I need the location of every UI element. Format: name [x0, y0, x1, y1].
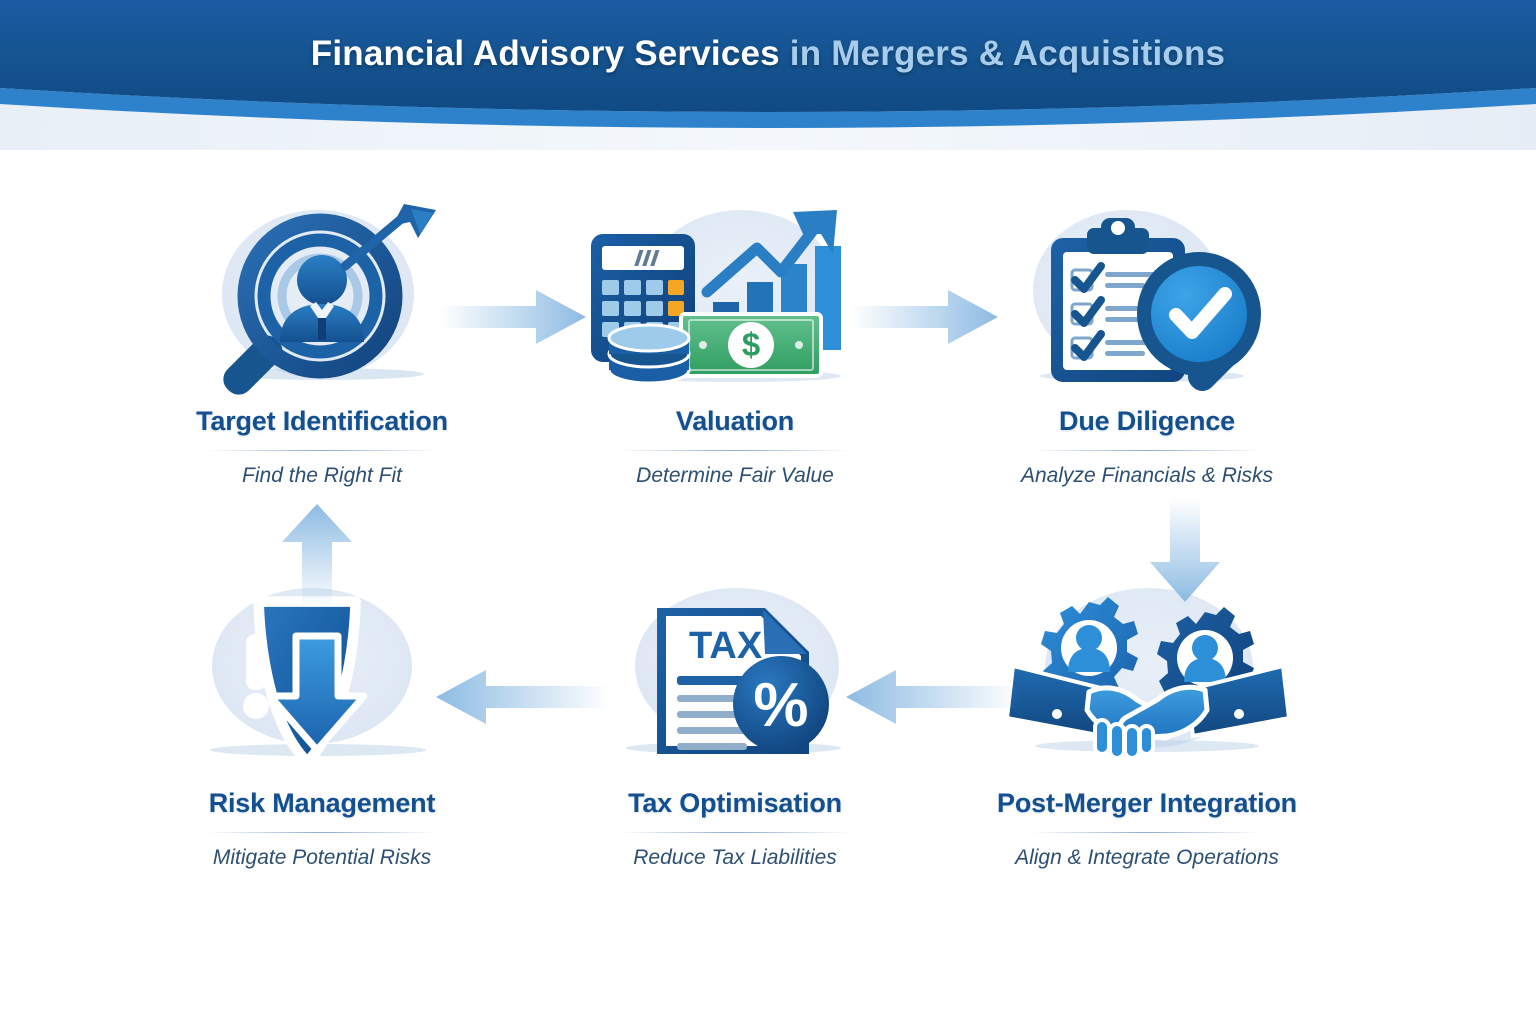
arrow-due-diligence-to-post-merger-integration [1150, 498, 1220, 602]
gears-handshake-icon [977, 578, 1317, 788]
tax-label: TAX [689, 625, 763, 667]
arrow-valuation-to-due-diligence [852, 290, 998, 344]
node-subtitle: Analyze Financials & Risks [1020, 464, 1274, 487]
node-divider [1032, 832, 1262, 833]
node-divider [207, 450, 437, 451]
flow-node-risk-management[interactable]: Risk Management Mitigate Potential Risks [152, 578, 492, 870]
node-title: Post-Merger Integration [997, 788, 1297, 818]
header-background [0, 0, 1536, 150]
arrow-post-merger-integration-to-tax-optimisation [846, 670, 1020, 724]
arrow-tax-optimisation-to-risk-management [436, 670, 610, 724]
node-title: Valuation [675, 406, 795, 436]
node-subtitle: Align & Integrate Operations [1015, 846, 1279, 869]
node-title: Target Identification [196, 406, 448, 436]
percent-symbol: % [753, 671, 808, 740]
flow-node-tax-optimisation[interactable]: TAX % Tax Optimisation Reduce Tax Liabil… [565, 578, 905, 870]
node-divider [620, 450, 850, 451]
clipboard-checklist-magnifier-icon [977, 196, 1317, 406]
tax-document-percent-icon: TAX % [565, 578, 905, 788]
page-title-strong: Financial Advisory Services [310, 34, 780, 73]
node-title: Risk Management [208, 788, 436, 818]
shield-alert-down-arrow-icon [152, 578, 492, 788]
node-title: Tax Optimisation [628, 788, 842, 818]
dollar-symbol: $ [742, 326, 760, 363]
flow-node-target-identification[interactable]: Target Identification Find the Right Fit [152, 196, 492, 488]
target-magnifier-person-icon [152, 196, 492, 406]
arrow-risk-management-to-target-identification [282, 504, 352, 608]
node-divider [620, 832, 850, 833]
flow-node-valuation[interactable]: $ Valuation Determine Fair Value [565, 196, 905, 488]
page-title: Financial Advisory Services in Mergers &… [0, 34, 1536, 74]
arrow-target-to-valuation [440, 290, 586, 344]
node-divider [207, 832, 437, 833]
node-divider [1032, 450, 1262, 451]
flow-node-due-diligence[interactable]: Due Diligence Analyze Financials & Risks [977, 196, 1317, 488]
flow-node-post-merger-integration[interactable]: Post-Merger Integration Align & Integrat… [977, 578, 1317, 870]
node-subtitle: Mitigate Potential Risks [212, 846, 432, 869]
node-subtitle: Find the Right Fit [242, 464, 402, 487]
node-subtitle: Reduce Tax Liabilities [633, 846, 837, 869]
page-header: Financial Advisory Services in Mergers &… [0, 0, 1536, 150]
calculator-chart-money-icon: $ [565, 196, 905, 406]
node-title: Due Diligence [1059, 406, 1235, 436]
node-subtitle: Determine Fair Value [636, 464, 834, 487]
page-title-accent: in Mergers & Acquisitions [779, 34, 1226, 73]
